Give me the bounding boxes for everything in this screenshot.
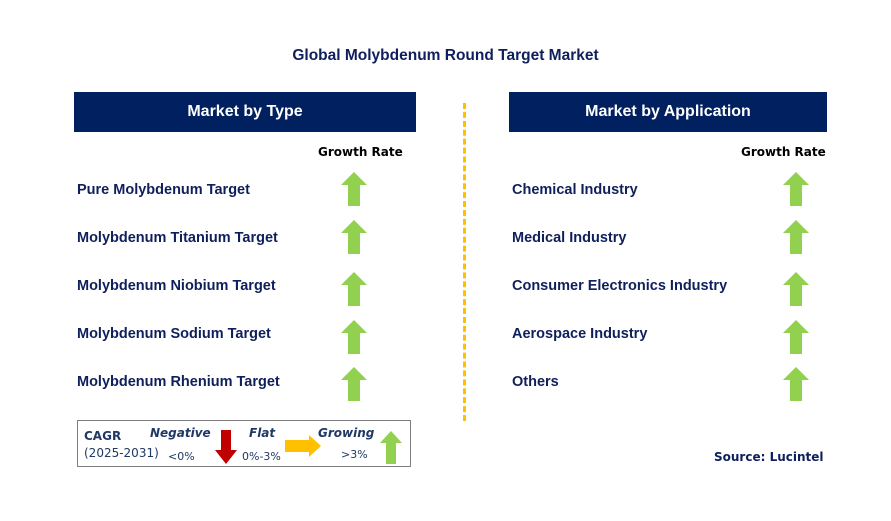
legend-growing-range: >3% xyxy=(341,448,368,461)
legend-growing-label: Growing xyxy=(318,426,375,440)
legend-negative-label: Negative xyxy=(150,426,211,440)
market-by-application-header: Market by Application xyxy=(509,92,827,132)
page-title: Global Molybdenum Round Target Market xyxy=(292,47,599,64)
left-growth-rate-label: Growth Rate xyxy=(318,145,403,159)
legend-negative-range: <0% xyxy=(168,450,195,463)
application-item-label: Others xyxy=(512,374,559,390)
growing-arrow-up-icon xyxy=(341,272,367,306)
legend-period: (2025-2031) xyxy=(84,446,159,460)
negative-arrow-down-icon xyxy=(215,430,237,464)
market-by-type-header: Market by Type xyxy=(74,92,416,132)
growing-arrow-up-icon xyxy=(783,172,809,206)
growing-arrow-up-icon xyxy=(380,431,402,464)
application-item-label: Chemical Industry xyxy=(512,182,638,198)
growing-arrow-up-icon xyxy=(341,320,367,354)
legend-flat-label: Flat xyxy=(249,426,276,440)
growing-arrow-up-icon xyxy=(341,172,367,206)
type-item-label: Molybdenum Niobium Target xyxy=(77,278,276,294)
growing-arrow-up-icon xyxy=(341,220,367,254)
growing-arrow-up-icon xyxy=(783,220,809,254)
type-item-label: Molybdenum Titanium Target xyxy=(77,230,278,246)
application-item-label: Medical Industry xyxy=(512,230,627,246)
growing-arrow-up-icon xyxy=(783,272,809,306)
type-item-label: Molybdenum Rhenium Target xyxy=(77,374,280,390)
source-label: Source: Lucintel xyxy=(714,450,824,464)
growing-arrow-up-icon xyxy=(783,367,809,401)
cagr-legend: CAGR (2025-2031) Negative <0% Flat 0%-3%… xyxy=(77,420,411,467)
legend-cagr-label: CAGR xyxy=(84,429,122,443)
type-item-label: Molybdenum Sodium Target xyxy=(77,326,271,342)
flat-arrow-right-icon xyxy=(285,435,321,457)
growing-arrow-up-icon xyxy=(341,367,367,401)
type-item-label: Pure Molybdenum Target xyxy=(77,182,250,198)
application-item-label: Aerospace Industry xyxy=(512,326,648,342)
growing-arrow-up-icon xyxy=(783,320,809,354)
dashed-divider xyxy=(463,103,466,421)
right-growth-rate-label: Growth Rate xyxy=(741,145,826,159)
application-item-label: Consumer Electronics Industry xyxy=(512,278,728,294)
legend-flat-range: 0%-3% xyxy=(242,450,281,463)
